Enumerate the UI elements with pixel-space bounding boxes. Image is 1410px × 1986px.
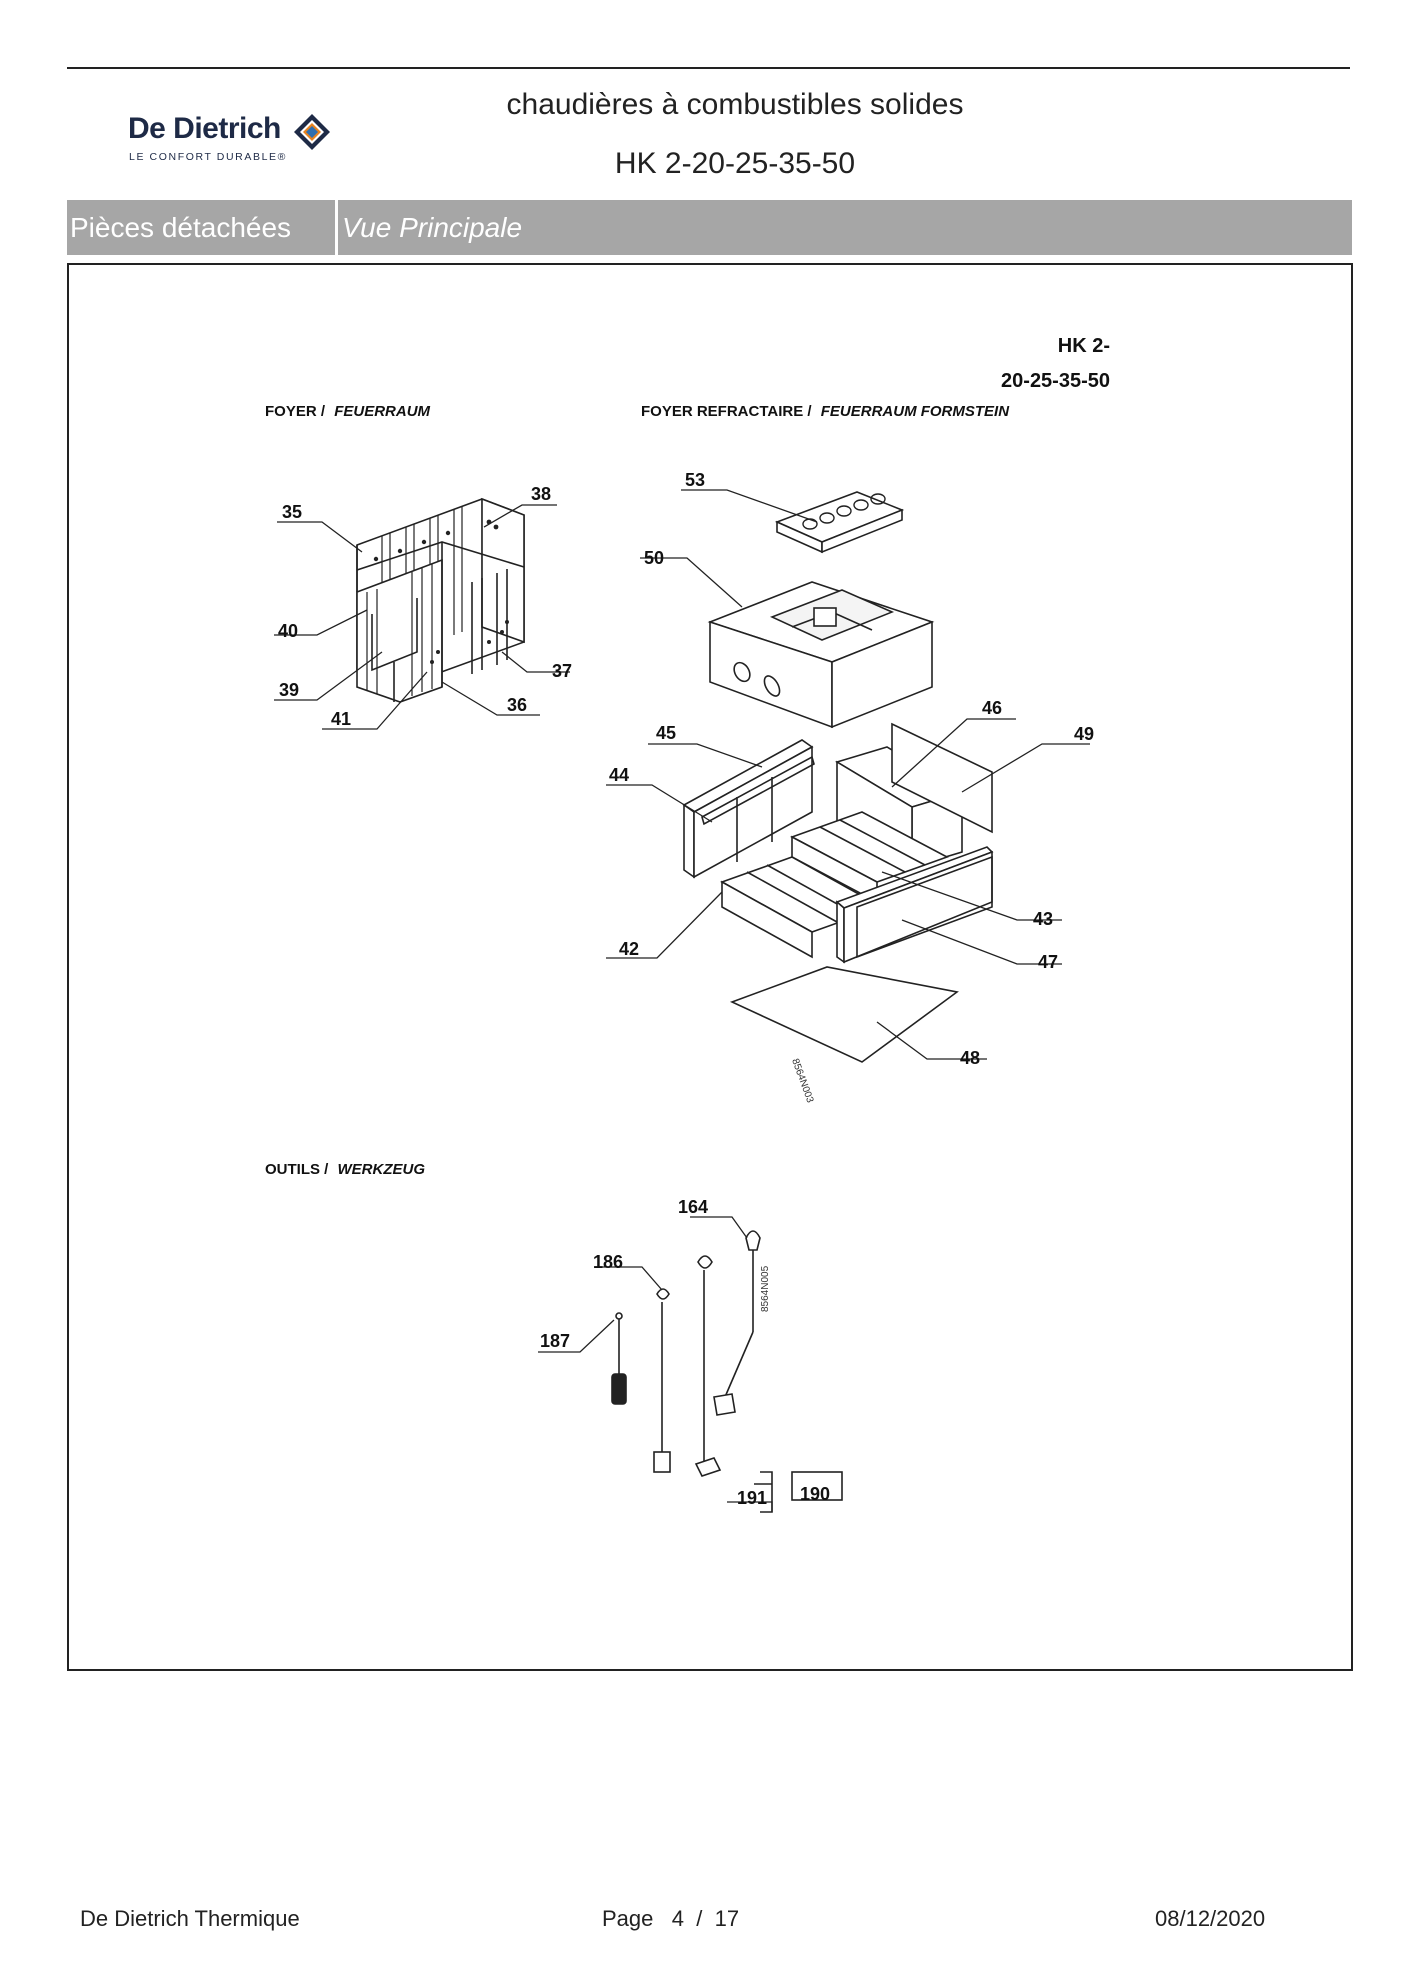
- refractory-drawing: 8564N003: [682, 491, 994, 1105]
- page-separator: /: [696, 1906, 703, 1931]
- part-label-42: 42: [619, 939, 639, 959]
- page-current: 4: [671, 1906, 684, 1931]
- diagram-model-line2: 20-25-35-50: [1001, 370, 1110, 392]
- part-label-44: 44: [609, 765, 629, 785]
- header-rule: [67, 67, 1350, 69]
- part-label-47: 47: [1038, 952, 1058, 972]
- part-label-38: 38: [531, 484, 551, 504]
- part-label-187: 187: [540, 1331, 570, 1351]
- part-label-164: 164: [678, 1197, 708, 1217]
- part-number-labels: 35 38 40 39 41 36 37 53 50 45 44 46 49 4…: [278, 470, 1094, 1508]
- diagram-frame: HK 2- 20-25-35-50 FOYER / FEUERRAUM FOYE…: [67, 263, 1353, 1671]
- brand-diamond-icon: [294, 114, 330, 150]
- footer-pagination: Page 4 / 17: [602, 1906, 739, 1932]
- section-label: Pièces détachées: [70, 212, 292, 243]
- section-outils: OUTILS / WERKZEUG: [265, 1161, 425, 1178]
- part-label-191: 191: [737, 1488, 767, 1508]
- footer-company: De Dietrich Thermique: [80, 1906, 300, 1931]
- section-bar: Pièces détachées Vue Principale: [67, 200, 1352, 255]
- section-refractaire: FOYER REFRACTAIRE / FEUERRAUM FORMSTEIN: [641, 403, 1010, 420]
- part-label-36: 36: [507, 695, 527, 715]
- page-label: Page: [602, 1906, 654, 1931]
- callout-leaders: [274, 489, 1090, 1512]
- tools-drawing: 8564N005: [611, 1230, 843, 1513]
- part-label-39: 39: [279, 680, 299, 700]
- part-label-190: 190: [800, 1484, 830, 1504]
- part-label-48: 48: [960, 1048, 980, 1068]
- part-label-35: 35: [282, 502, 302, 522]
- part-label-45: 45: [656, 723, 676, 743]
- diagram-model-line1: HK 2-: [1058, 335, 1110, 357]
- brand-tagline: LE CONFORT DURABLE®: [129, 151, 287, 163]
- footer-date: 08/12/2020: [1155, 1906, 1266, 1931]
- section-divider: [335, 200, 338, 255]
- drawing-code-tools: 8564N005: [760, 1265, 771, 1312]
- page-total: 17: [714, 1906, 740, 1931]
- section-foyer: FOYER / FEUERRAUM: [265, 403, 431, 420]
- part-label-46: 46: [982, 698, 1002, 718]
- document-model: HK 2-20-25-35-50: [614, 147, 856, 180]
- part-label-37: 37: [552, 661, 572, 681]
- part-label-50: 50: [644, 548, 664, 568]
- document-title: chaudières à combustibles solides: [506, 88, 964, 121]
- firebox-drawing: [356, 497, 525, 703]
- exploded-parts-diagram: HK 2- 20-25-35-50 FOYER / FEUERRAUM FOYE…: [265, 335, 1110, 1513]
- brand-name: De Dietrich: [128, 112, 281, 145]
- brand-logo: De Dietrich LE CONFORT DURABLE®: [128, 108, 348, 168]
- view-label: Vue Principale: [342, 212, 523, 243]
- part-label-40: 40: [278, 621, 298, 641]
- part-label-49: 49: [1074, 724, 1094, 744]
- part-label-186: 186: [593, 1252, 623, 1272]
- drawing-code-refractory: 8564N003: [789, 1057, 815, 1105]
- part-label-43: 43: [1033, 909, 1053, 929]
- part-label-41: 41: [331, 709, 351, 729]
- part-label-53: 53: [685, 470, 705, 490]
